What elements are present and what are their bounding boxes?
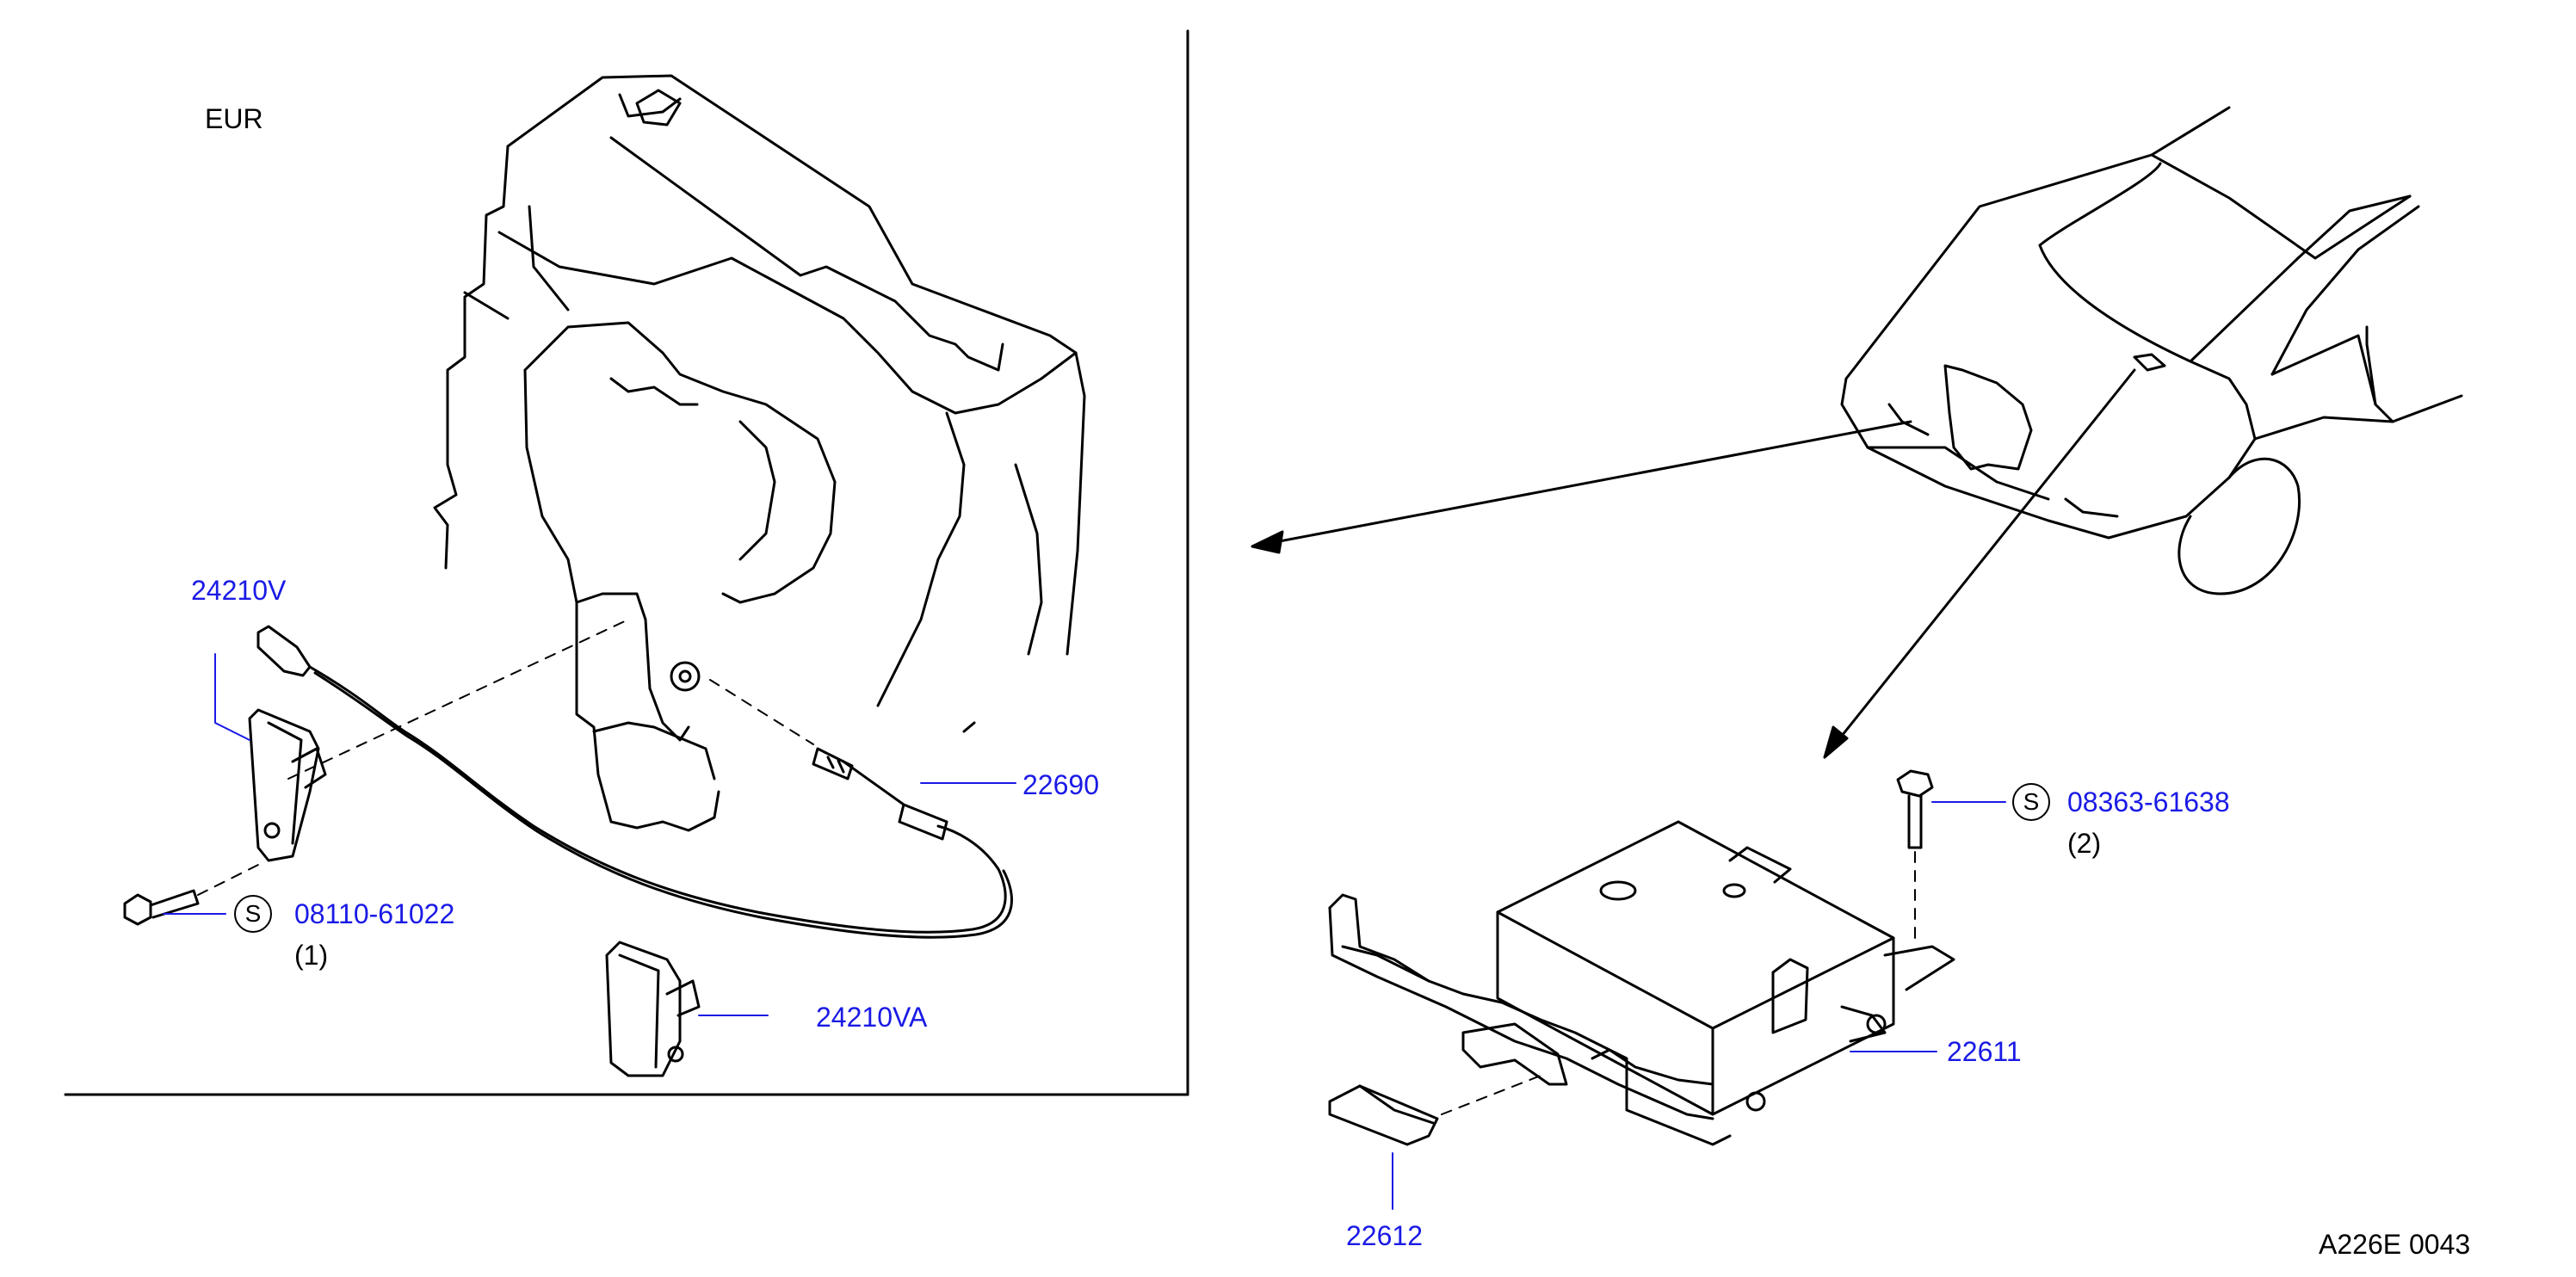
bolt-08110 — [123, 889, 200, 926]
region-label: EUR — [205, 103, 263, 134]
diagram-code: A226E 0043 — [2319, 1229, 2471, 1260]
part-08110-quantity: (1) — [294, 940, 329, 971]
standard-part-icon: S — [234, 895, 272, 933]
bracket-24210V — [248, 708, 327, 862]
leader-lines — [163, 653, 2006, 1210]
part-22611-link[interactable]: 22611 — [1947, 1036, 2022, 1067]
part-08110-61022-link[interactable]: 08110-61022 — [294, 898, 455, 929]
car-drawing — [1840, 106, 2463, 595]
part-08363-61638-link[interactable]: 08363-61638 — [2067, 787, 2230, 817]
standard-part-icon: S — [2012, 783, 2050, 821]
clip-22612 — [1328, 1084, 1439, 1146]
engine-drawing — [433, 74, 1086, 832]
bolt-08363 — [1896, 769, 1934, 849]
pointer-arrows — [1251, 368, 2136, 759]
part-24210VA-link[interactable]: 24210VA — [816, 1002, 928, 1033]
part-22612-link[interactable]: 22612 — [1346, 1220, 1423, 1251]
assembly-lines-right — [1441, 851, 1916, 1115]
part-24210V-link[interactable]: 24210V — [191, 575, 287, 606]
ecu-unit — [1328, 820, 1955, 1146]
part-08363-quantity: (2) — [2067, 828, 2102, 859]
part-22690-link[interactable]: 22690 — [1022, 769, 1099, 800]
panel-frame — [64, 29, 1189, 1096]
assembly-lines-left — [197, 619, 814, 896]
oxygen-sensor-cable — [256, 625, 1013, 939]
bracket-24210VA — [605, 941, 701, 1077]
